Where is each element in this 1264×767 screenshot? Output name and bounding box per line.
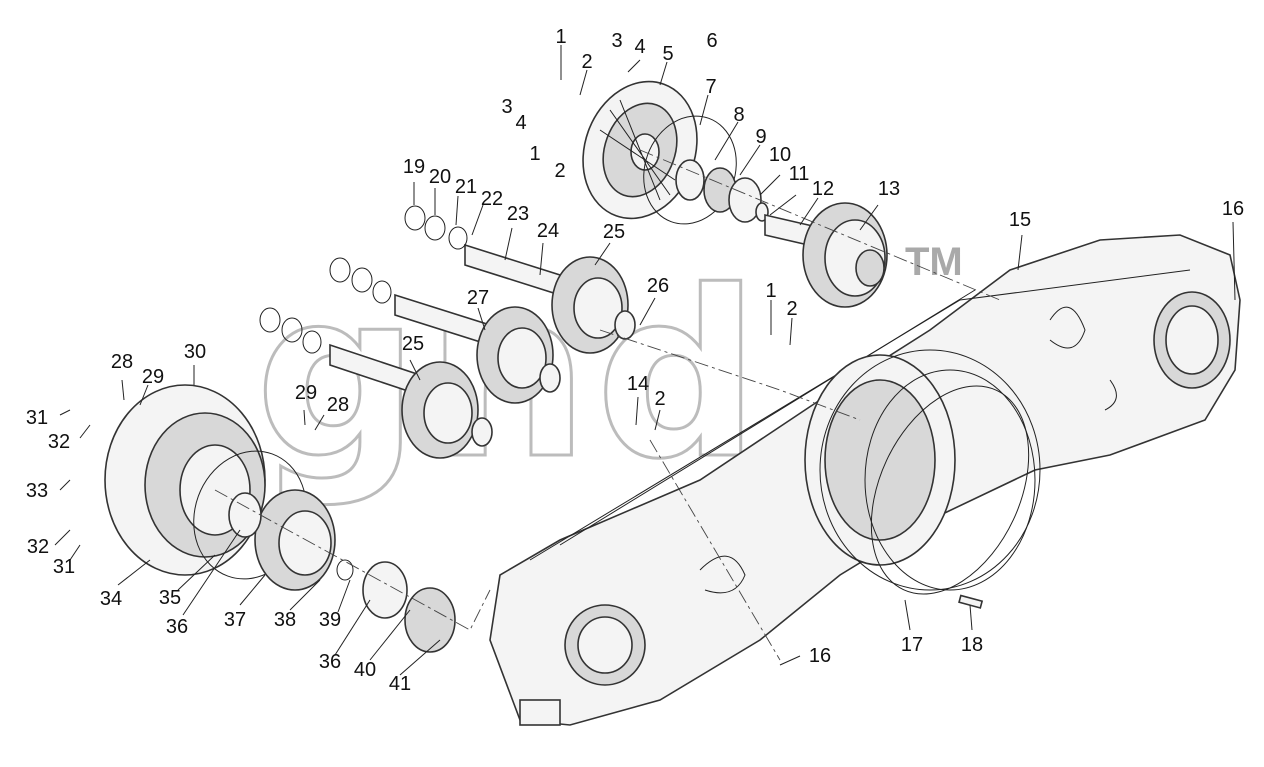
- callout-36: 36: [166, 616, 188, 638]
- callout-30: 30: [184, 341, 206, 363]
- callout-39: 39: [319, 609, 341, 631]
- callout-27: 27: [467, 287, 489, 309]
- callout-28: 28: [111, 351, 133, 373]
- callout-10: 10: [769, 144, 791, 166]
- callout-2: 2: [654, 388, 665, 410]
- callout-29: 29: [295, 382, 317, 404]
- callout-18: 18: [961, 634, 983, 656]
- callout-32: 32: [48, 431, 70, 453]
- callout-16: 16: [1222, 198, 1244, 220]
- callout-31: 31: [26, 407, 48, 429]
- callout-6: 6: [706, 30, 717, 52]
- callout-8: 8: [733, 104, 744, 126]
- callout-17: 17: [901, 634, 923, 656]
- gear-part-37: [228, 489, 336, 591]
- callout-34: 34: [100, 588, 122, 610]
- hub-part-34: [104, 384, 266, 576]
- gear-shaft-assembly-lower: [329, 343, 493, 459]
- callout-35: 35: [159, 587, 181, 609]
- callout-1: 1: [765, 280, 776, 302]
- callout-26: 26: [647, 275, 669, 297]
- callout-15: 15: [1009, 209, 1031, 231]
- bearing-parts-8-10: [675, 159, 769, 223]
- callout-23: 23: [507, 203, 529, 225]
- callout-32: 32: [27, 536, 49, 558]
- gear-shaft-assembly-upper: [464, 243, 636, 354]
- callout-29: 29: [142, 366, 164, 388]
- callout-41: 41: [389, 673, 411, 695]
- callout-11: 11: [789, 163, 810, 185]
- callout-37: 37: [224, 609, 246, 631]
- callout-5: 5: [662, 43, 673, 65]
- callout-21: 21: [455, 176, 477, 198]
- callout-25: 25: [603, 221, 625, 243]
- callout-40: 40: [354, 659, 376, 681]
- callout-24: 24: [537, 220, 559, 242]
- leader-lines: [54, 45, 1236, 676]
- callout-16: 16: [809, 645, 831, 667]
- callout-28: 28: [327, 394, 349, 416]
- callout-1: 1: [555, 26, 566, 48]
- callout-22: 22: [481, 188, 503, 210]
- gear-shaft-assembly-middle: [394, 293, 561, 404]
- snap-rings: [259, 205, 468, 354]
- callout-3: 3: [501, 96, 512, 118]
- callout-33: 33: [26, 480, 48, 502]
- callout-25: 25: [402, 333, 424, 355]
- callout-2: 2: [786, 298, 797, 320]
- trademark-text: TM: [905, 240, 963, 284]
- center-lines: [214, 149, 1001, 661]
- shaft-gear-part-12: [764, 202, 888, 308]
- callout-36: 36: [319, 651, 341, 673]
- callout-20: 20: [429, 166, 451, 188]
- callout-1: 1: [529, 143, 540, 165]
- callout-19: 19: [403, 156, 425, 178]
- callout-14: 14: [627, 373, 649, 395]
- callout-2: 2: [581, 51, 592, 73]
- callout-2: 2: [554, 160, 565, 182]
- callout-12: 12: [812, 178, 834, 200]
- callout-3: 3: [611, 30, 622, 52]
- housing-part-15: [489, 234, 1241, 726]
- callout-13: 13: [878, 178, 900, 200]
- callout-4: 4: [515, 112, 526, 134]
- callout-38: 38: [274, 609, 296, 631]
- ring-part-17: [870, 385, 1030, 595]
- callout-31: 31: [53, 556, 75, 578]
- callout-4: 4: [634, 36, 645, 58]
- bearing-cap-parts-38-41: [336, 559, 456, 653]
- callout-7: 7: [705, 76, 716, 98]
- callout-9: 9: [755, 126, 766, 148]
